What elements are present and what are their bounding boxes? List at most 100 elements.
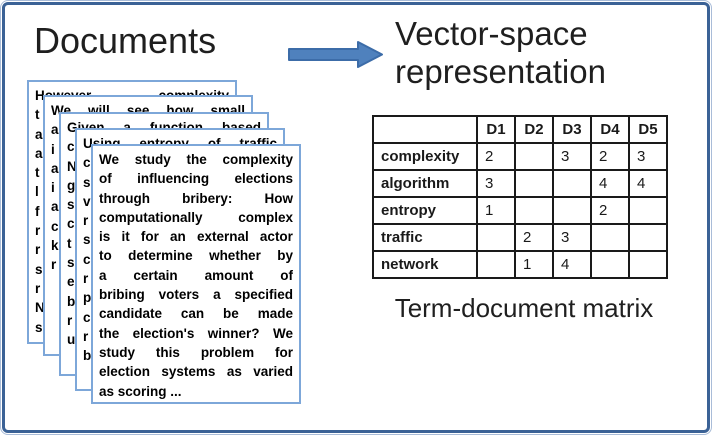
document-text-line: g [67,177,76,193]
document-text-line: t [35,165,40,181]
documents-title: Documents [34,20,217,61]
matrix-value-cell: 4 [628,169,668,198]
document-text-line: c [83,309,91,325]
matrix-value-cell [590,250,630,279]
document-text-line: r [35,242,41,258]
document-text-line: p [83,290,92,306]
document-text-line: s [83,174,91,190]
matrix-value-cell [514,196,554,225]
matrix-header-cell: D5 [628,115,668,144]
document-text-line: c [67,139,75,155]
matrix-value-cell [514,169,554,198]
matrix-term-cell: network [372,250,478,279]
matrix-value-cell [514,142,554,171]
document-text-line: b [67,293,76,309]
matrix-value-cell: 2 [590,142,630,171]
document-text-line: c [83,251,91,267]
document-text-line: i [51,141,55,157]
document-text-line: v [83,193,91,209]
document-text-line: b [83,348,92,364]
right-arrow-icon [288,41,383,68]
document-text-line: k [51,238,59,254]
vector-space-title: Vector-space representation [395,15,606,91]
matrix-value-cell: 3 [552,142,592,171]
matrix-caption: Term-document matrix [394,293,654,323]
document-text-line: s [35,261,43,277]
document-text-line: a [51,122,59,138]
matrix-value-cell [590,223,630,252]
matrix-value-cell: 4 [552,250,592,279]
document-text-line: e [67,274,75,290]
document-text-line: c [67,216,75,232]
matrix-value-cell [476,250,516,279]
matrix-value-cell: 1 [514,250,554,279]
matrix-value-cell: 2 [514,223,554,252]
matrix-value-cell [628,223,668,252]
matrix-value-cell: 4 [590,169,630,198]
document-text-line: a [35,145,43,161]
matrix-header-cell: D2 [514,115,554,144]
matrix-value-cell: 3 [552,223,592,252]
vector-space-title-line1: Vector-space [395,15,588,52]
matrix-value-cell: 1 [476,196,516,225]
document-text-line: c [83,155,91,171]
document-text-line: s [67,255,75,271]
matrix-term-cell: algorithm [372,169,478,198]
document-text-line: a [51,199,59,215]
vector-space-title-line2: representation [395,53,606,90]
document-text-line: f [35,203,40,219]
document-text-line: N [67,158,77,174]
matrix-header-cell: D3 [552,115,592,144]
document-text-line: a [51,160,59,176]
matrix-value-cell: 2 [476,142,516,171]
document-text-line: t [67,235,72,251]
matrix-value-cell: 3 [476,169,516,198]
document-text-line: i [51,180,55,196]
document-text-line: r [51,257,57,273]
document-text-line: r [83,271,89,287]
document-text-line: r [35,280,41,296]
document-text-line: s [35,319,43,335]
matrix-value-cell [476,223,516,252]
document-text-line: r [83,328,89,344]
document-text-line: N [35,300,45,316]
matrix-value-cell [628,250,668,279]
document-text-line: l [35,184,39,200]
matrix-term-cell: traffic [372,223,478,252]
document-text-line: r [67,312,73,328]
document-text-line: u [67,332,76,348]
matrix-corner-cell [372,115,478,144]
document-text-line: as scoring ... [99,383,182,399]
matrix-header-cell: D4 [590,115,630,144]
document-text-line: r [83,213,89,229]
matrix-header-cell: D1 [476,115,516,144]
matrix-value-cell [628,196,668,225]
document-text-line: s [67,197,75,213]
matrix-term-cell: entropy [372,196,478,225]
document-text-line: r [35,223,41,239]
document-text-line: s [83,232,91,248]
matrix-value-cell: 2 [590,196,630,225]
document-text-line: c [51,218,59,234]
matrix-value-cell [552,169,592,198]
matrix-value-cell [552,196,592,225]
